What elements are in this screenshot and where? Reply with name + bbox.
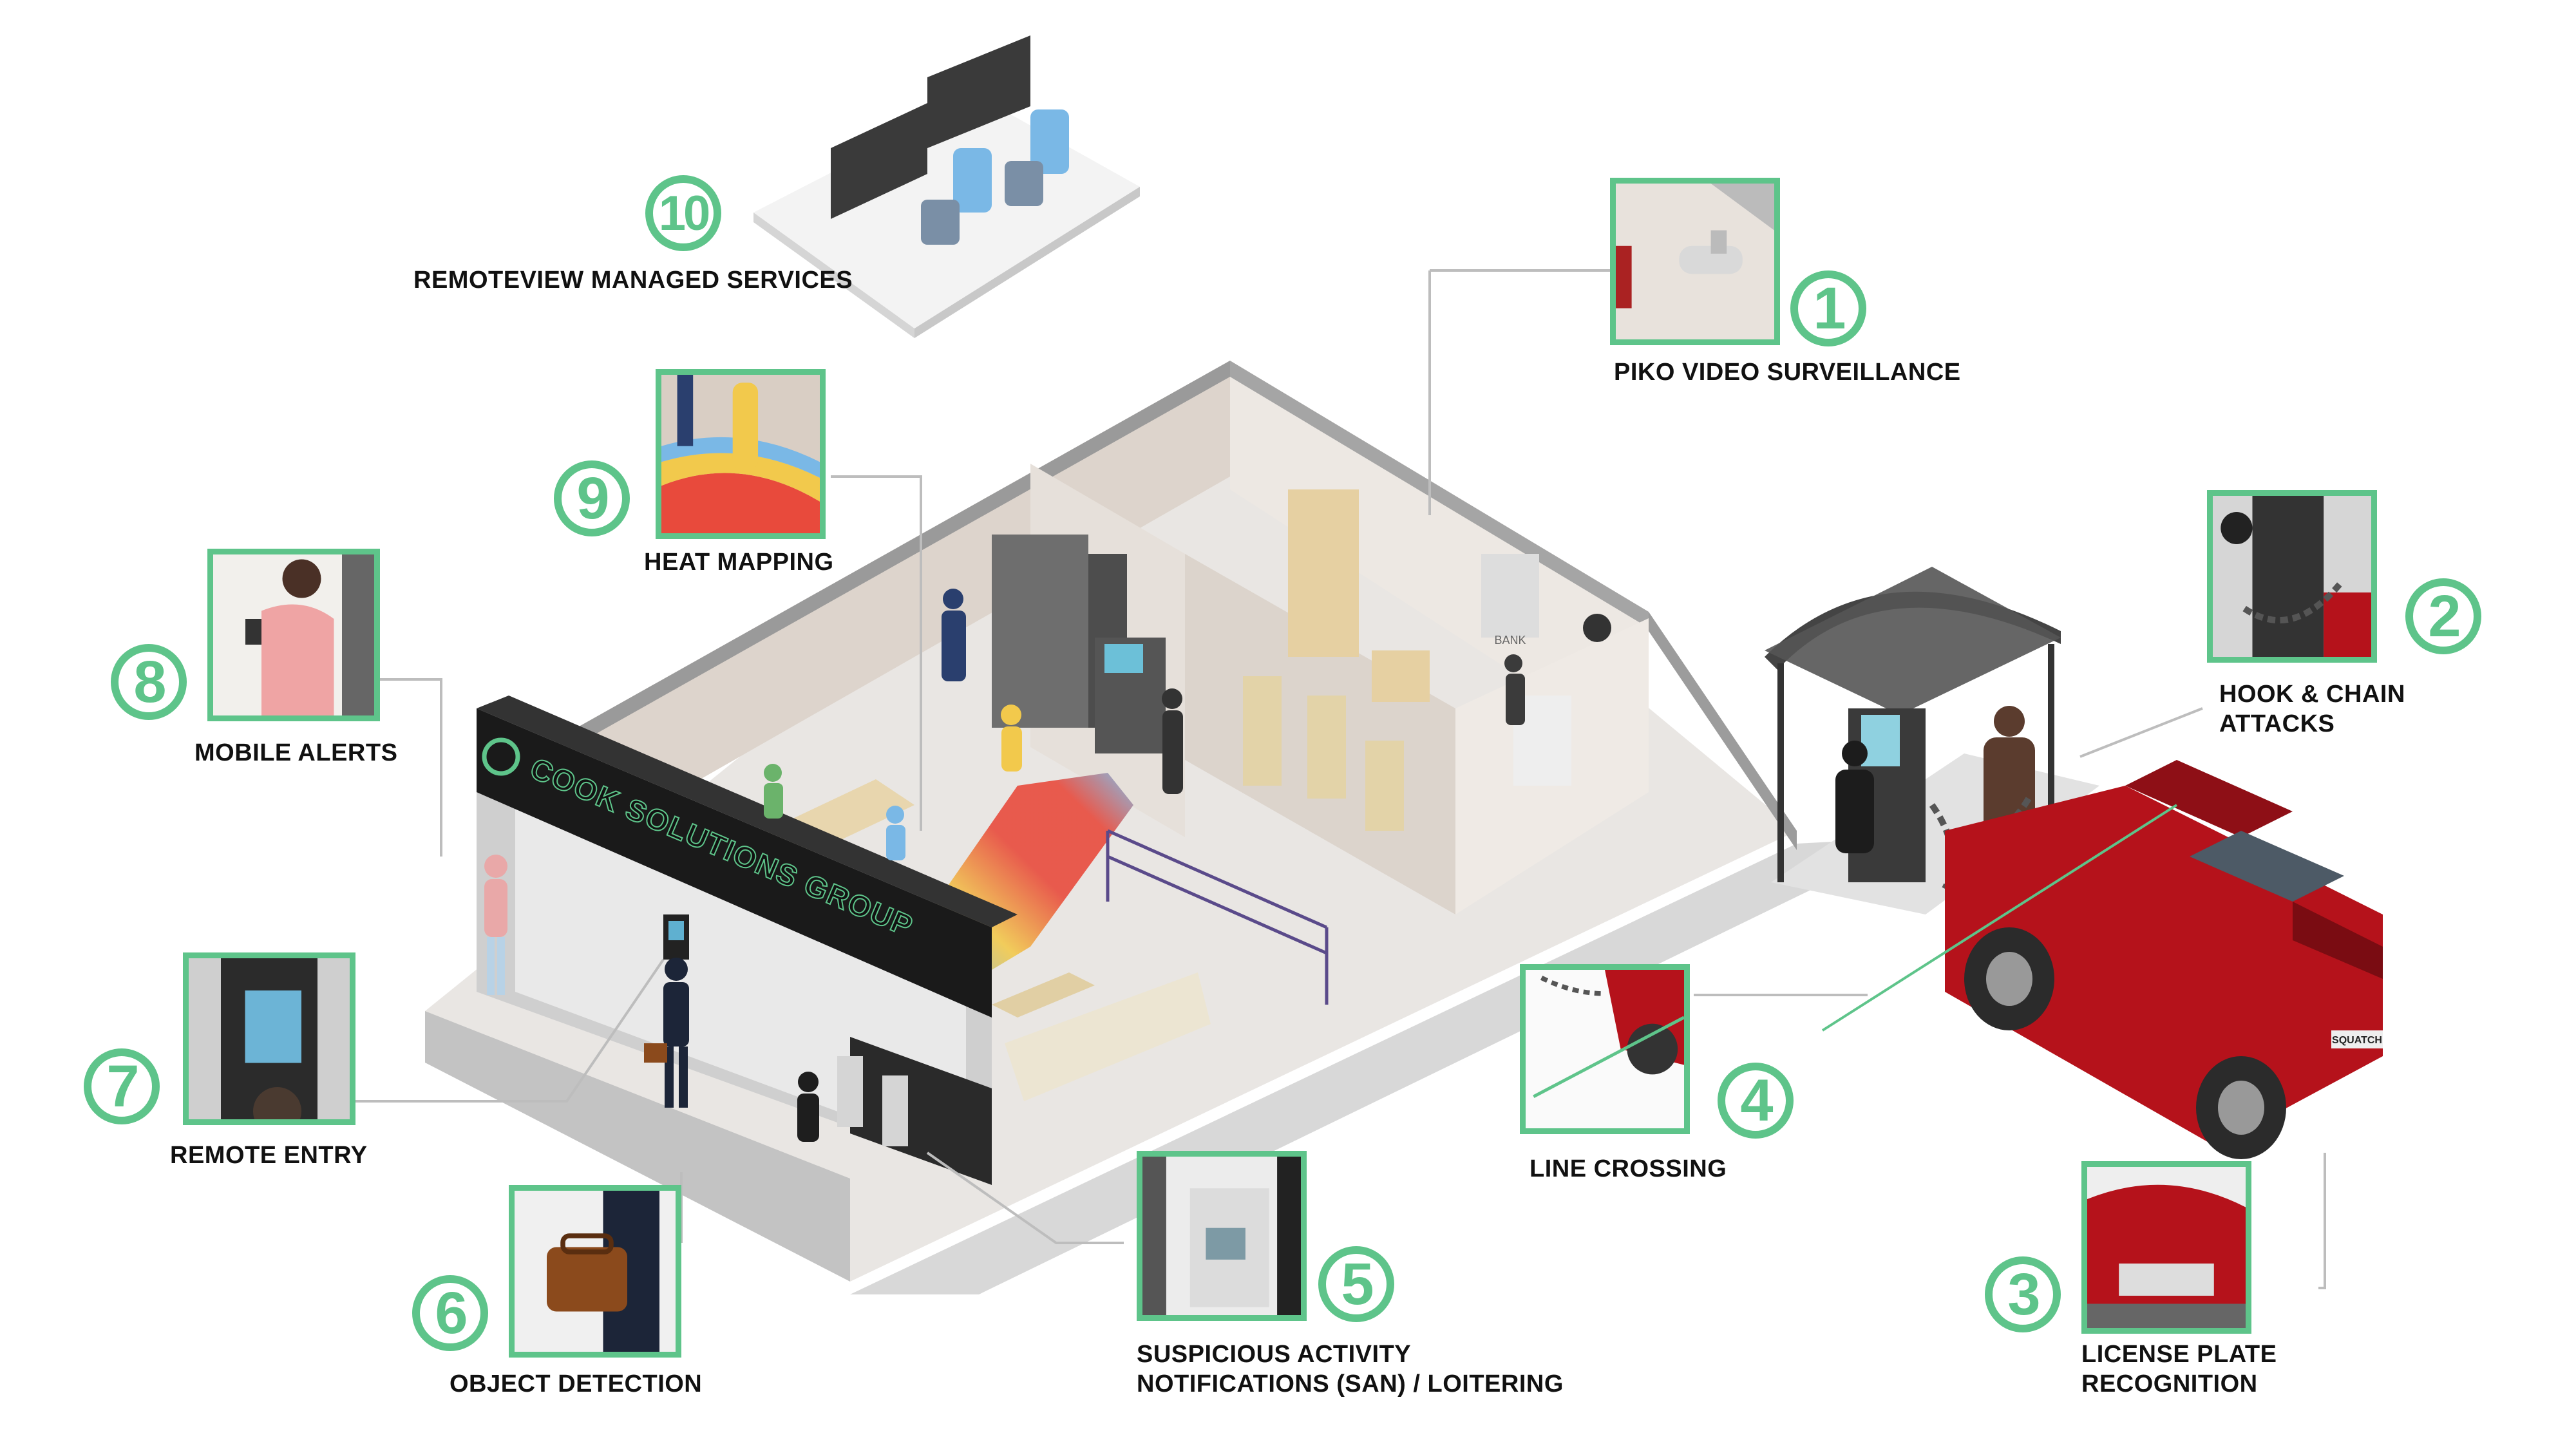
badge-9: 9 xyxy=(554,460,630,536)
sign-band xyxy=(477,708,992,1018)
back-left-wall xyxy=(554,361,1230,811)
label-mobile-alerts: MOBILE ALERTS xyxy=(194,739,398,766)
back-right-wall xyxy=(1230,361,1649,760)
atm-kiosk xyxy=(992,535,1088,728)
wall-clock xyxy=(1583,614,1611,642)
label-heat-mapping: HEAT MAPPING xyxy=(644,549,834,576)
coffee-table xyxy=(992,972,1095,1018)
label-hook-chain-attacks-line2: ATTACKS xyxy=(2219,710,2335,737)
thumbnail-object-detection xyxy=(509,1185,681,1358)
badge-2: 2 xyxy=(2405,578,2481,654)
thumbnail-hook-chain-attacks xyxy=(2207,490,2377,663)
thumbnail-mobile-alerts xyxy=(207,549,380,721)
front-wall-base xyxy=(425,1011,850,1282)
monitoring-station xyxy=(753,35,1140,338)
sofa xyxy=(1005,972,1211,1101)
red-pickup-truck xyxy=(1945,760,2383,1159)
badge-5: 5 xyxy=(1318,1246,1394,1322)
label-license-plate-recognition-line2: RECOGNITION xyxy=(2081,1370,2258,1397)
label-remoteview-managed-services: REMOTEVIEW MANAGED SERVICES xyxy=(413,267,853,294)
callout-connectors xyxy=(354,269,2326,1289)
license-plate-text: SQUATCH xyxy=(2332,1035,2382,1046)
thumbnail-heat-mapping xyxy=(656,369,826,539)
queue-stanchions xyxy=(1106,829,1329,1005)
label-hook-chain-attacks-line1: HOOK & CHAIN xyxy=(2219,681,2405,708)
thumbnail-suspicious-activity xyxy=(1137,1151,1307,1321)
thumbnail-remote-entry xyxy=(183,952,355,1125)
drive-up-atm-shelter xyxy=(1765,567,2061,882)
label-object-detection: OBJECT DETECTION xyxy=(450,1370,703,1397)
badge-3: 3 xyxy=(1985,1256,2061,1332)
right-wall xyxy=(1649,612,1797,850)
label-line-crossing: LINE CROSSING xyxy=(1530,1155,1727,1182)
bank-sign-text: BANK xyxy=(1494,634,1526,647)
building-shadow xyxy=(850,837,1919,1294)
exterior-atm xyxy=(837,1056,863,1127)
thumbnail-line-crossing xyxy=(1520,964,1690,1134)
badge-1: 1 xyxy=(1790,270,1866,346)
badge-6: 6 xyxy=(412,1275,488,1351)
people xyxy=(484,589,1525,1142)
badge-4: 4 xyxy=(1718,1063,1794,1139)
label-suspicious-activity-line2: NOTIFICATIONS (SAN) / LOITERING xyxy=(1137,1370,1564,1397)
label-suspicious-activity-line1: SUSPICIOUS ACTIVITY xyxy=(1137,1341,1412,1368)
thumbnail-piko-video-surveillance xyxy=(1610,178,1780,345)
tripwire-line xyxy=(1821,804,2178,1032)
thumbnail-license-plate-recognition xyxy=(2081,1161,2251,1334)
brand-logo-icon xyxy=(482,737,520,776)
label-license-plate-recognition-line1: LICENSE PLATE xyxy=(2081,1341,2277,1368)
bank-sign-wall xyxy=(1481,554,1539,638)
badge-8: 8 xyxy=(111,644,187,720)
label-piko-video-surveillance: PIKO VIDEO SURVEILLANCE xyxy=(1614,359,1961,386)
badge-10: 10 xyxy=(645,175,721,251)
label-remote-entry: REMOTE ENTRY xyxy=(170,1142,368,1169)
badge-7: 7 xyxy=(84,1048,160,1124)
cabinet xyxy=(1288,489,1359,657)
